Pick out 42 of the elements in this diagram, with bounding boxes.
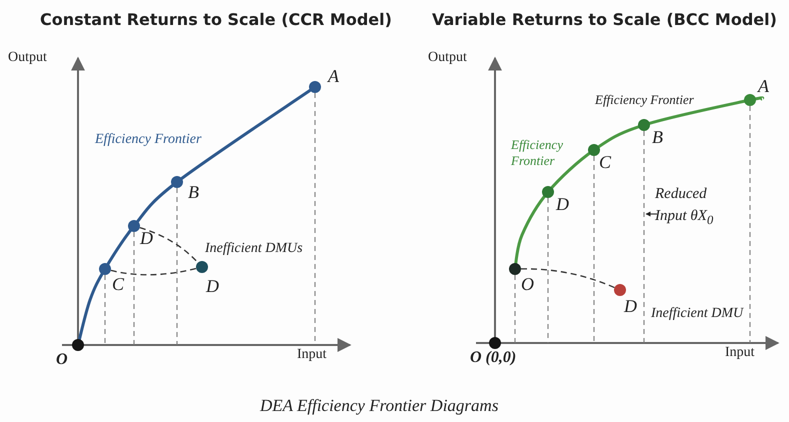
annotation: Inefficient DMU (651, 306, 744, 322)
point-label: C (599, 152, 612, 172)
point-label: O (0,0) (470, 348, 516, 368)
annotation: Inefficient DMUs (205, 241, 303, 257)
data-point (72, 339, 84, 351)
data-point (99, 263, 111, 275)
data-point (638, 119, 650, 131)
annotation: Reduced Input θX$_{0}$ (655, 185, 714, 229)
panel-title: Variable Returns to Scale (BCC Model) (432, 12, 777, 28)
axis-label: Input (725, 345, 755, 361)
caption: DEA Efficiency Frontier Diagrams (260, 396, 498, 416)
data-point (128, 220, 140, 232)
curve-label: Efficiency Frontier (95, 132, 202, 148)
data-point (509, 263, 521, 275)
point-label: A (758, 76, 769, 96)
point-label: D (624, 296, 637, 316)
axis-label: Output (428, 50, 467, 66)
dashed-connector (521, 268, 615, 288)
dashed-connector (140, 227, 198, 264)
axis-label: Input (297, 347, 327, 363)
data-point (171, 176, 183, 188)
point-label: D (556, 194, 569, 214)
data-point (588, 144, 600, 156)
point-label: C (112, 274, 124, 294)
point-label: B (188, 182, 199, 202)
data-point (614, 284, 626, 296)
data-point (489, 337, 501, 349)
data-point (196, 261, 208, 273)
axis-label: Output (8, 50, 47, 66)
curve-label: Efficiency Frontier (511, 137, 564, 169)
point-label: D (140, 228, 153, 248)
data-point (542, 186, 554, 198)
point-label: D (206, 276, 219, 296)
data-point (309, 81, 321, 93)
panel-title: Constant Returns to Scale (CCR Model) (40, 12, 392, 28)
curve-label: Efficiency Frontier (595, 92, 694, 108)
dashed-connector (110, 268, 196, 276)
point-label: A (328, 66, 339, 86)
data-point (744, 94, 756, 106)
point-label: O (56, 350, 68, 370)
point-label: O (521, 274, 534, 294)
point-label: B (652, 127, 663, 147)
